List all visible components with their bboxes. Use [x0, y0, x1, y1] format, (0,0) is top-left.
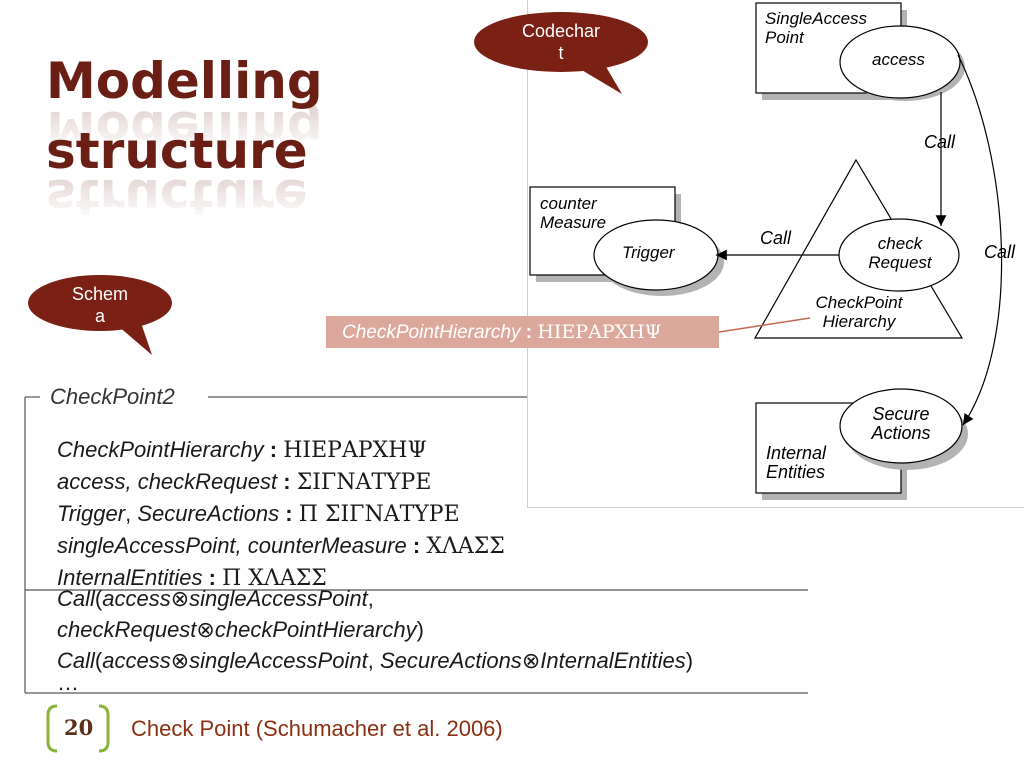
codechart-diagram-frame [527, 0, 1024, 508]
slide-title-line1: Modelling [46, 52, 323, 110]
page-number-bracket [46, 704, 110, 753]
codechart-callout-text: Codechar t [521, 21, 601, 63]
declaration-line: access, checkRequest : ΣΙΓΝΑΤΥΡΕ [57, 469, 432, 495]
access-ellipse [839, 25, 965, 101]
footer-caption: Check Point (Schumacher et al. 2006) [131, 716, 503, 741]
internal-entities-label: Internal Entities [766, 443, 827, 482]
counter-measure-label: counter Measure [540, 194, 607, 232]
check-request-label: check Request [868, 234, 932, 272]
schema-formulae: Call(access⊗singleAccessPoint, checkRequ… [57, 583, 694, 695]
highlight-type: ΗΙΕΡΑΡΧΗΨ [537, 321, 662, 343]
highlight-name: CheckPointHierarchy [342, 322, 521, 343]
schema-highlight-bar: CheckPointHierarchy : ΗΙΕΡΑΡΧΗΨ [326, 316, 719, 348]
schema-declarations: CheckPointHierarchy : ΗΙΕΡΑΡΧΗΨ access, … [57, 434, 505, 594]
declaration-line: Trigger, SecureActions : Π ΣΙΓΝΑΤΥΡΕ [57, 501, 460, 527]
highlight-colon: : [525, 322, 533, 343]
trigger-label: Trigger [622, 243, 675, 262]
formula-ellipsis: … [57, 670, 79, 695]
codechart-callout [474, 12, 648, 94]
secure-actions-label: Secure Actions [871, 404, 931, 443]
declaration-line: InternalEntities : Π ΧΛΑΣΣ [57, 565, 327, 591]
checkpoint-hierarchy-label: CheckPoint Hierarchy [815, 293, 903, 331]
call-label-right: Call [984, 242, 1016, 262]
call-label-left: Call [760, 228, 792, 248]
declaration-line: CheckPointHierarchy : ΗΙΕΡΑΡΧΗΨ [57, 437, 427, 463]
formula-line: Call(access⊗singleAccessPoint, [57, 586, 374, 611]
call-arrow-access-to-secure [957, 54, 1003, 426]
trigger-ellipse [593, 219, 724, 296]
schema-callout-text: Schem a [71, 284, 129, 326]
single-access-point-label: SingleAccess Point [765, 9, 868, 47]
schema-to-hierarchy-connector [718, 317, 811, 333]
slide-title-line2: structure [46, 122, 308, 180]
formula-line: Call(access⊗singleAccessPoint, SecureAct… [57, 648, 694, 673]
schema-callout [28, 275, 172, 355]
declaration-line: singleAccessPoint, counterMeasure : ΧΛΑΣ… [57, 533, 505, 559]
schema-name: CheckPoint2 [50, 384, 175, 409]
schema-box [24, 396, 808, 694]
access-label: access [872, 50, 925, 69]
page-number: 20 [64, 715, 94, 740]
secure-actions-ellipse [839, 388, 968, 470]
formula-line: checkRequest⊗checkPointHierarchy) [57, 617, 424, 642]
call-label-top: Call [924, 132, 956, 152]
